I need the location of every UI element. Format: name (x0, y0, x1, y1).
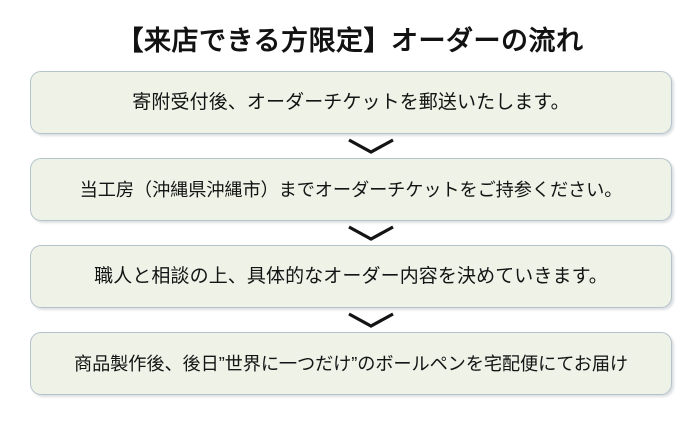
flow-step-2: 当工房（沖縄県沖縄市）までオーダーチケットをご持参ください。 (30, 158, 672, 221)
flow-connector-2 (30, 221, 672, 245)
flow-step-1: 寄附受付後、オーダーチケットを郵送いたします。 (30, 71, 672, 134)
step-label: 当工房（沖縄県沖縄市）までオーダーチケットをご持参ください。 (79, 179, 623, 200)
step-label: 職人と相談の上、具体的なオーダー内容を決めていきます。 (94, 265, 608, 287)
chevron-down-icon (348, 225, 394, 241)
flow-steps-list: 寄附受付後、オーダーチケットを郵送いたします。 当工房（沖縄県沖縄市）までオーダ… (30, 71, 672, 395)
step-box: 商品製作後、後日”世界に一つだけ”のボールペンを宅配便にてお届け (30, 332, 672, 395)
flow-step-4: 商品製作後、後日”世界に一つだけ”のボールペンを宅配便にてお届け (30, 332, 672, 395)
page-title: 【来店できる方限定】オーダーの流れ (116, 26, 584, 56)
flow-connector-3 (30, 308, 672, 332)
chevron-down-icon (348, 138, 394, 154)
chevron-down-icon (348, 312, 394, 328)
step-box: 職人と相談の上、具体的なオーダー内容を決めていきます。 (30, 245, 672, 308)
flow-connector-1 (30, 134, 672, 158)
step-box: 寄附受付後、オーダーチケットを郵送いたします。 (30, 71, 672, 134)
step-box: 当工房（沖縄県沖縄市）までオーダーチケットをご持参ください。 (30, 158, 672, 221)
step-label: 商品製作後、後日”世界に一つだけ”のボールペンを宅配便にてお届け (74, 353, 628, 374)
step-label: 寄附受付後、オーダーチケットを郵送いたします。 (132, 91, 570, 113)
flow-step-3: 職人と相談の上、具体的なオーダー内容を決めていきます。 (30, 245, 672, 308)
